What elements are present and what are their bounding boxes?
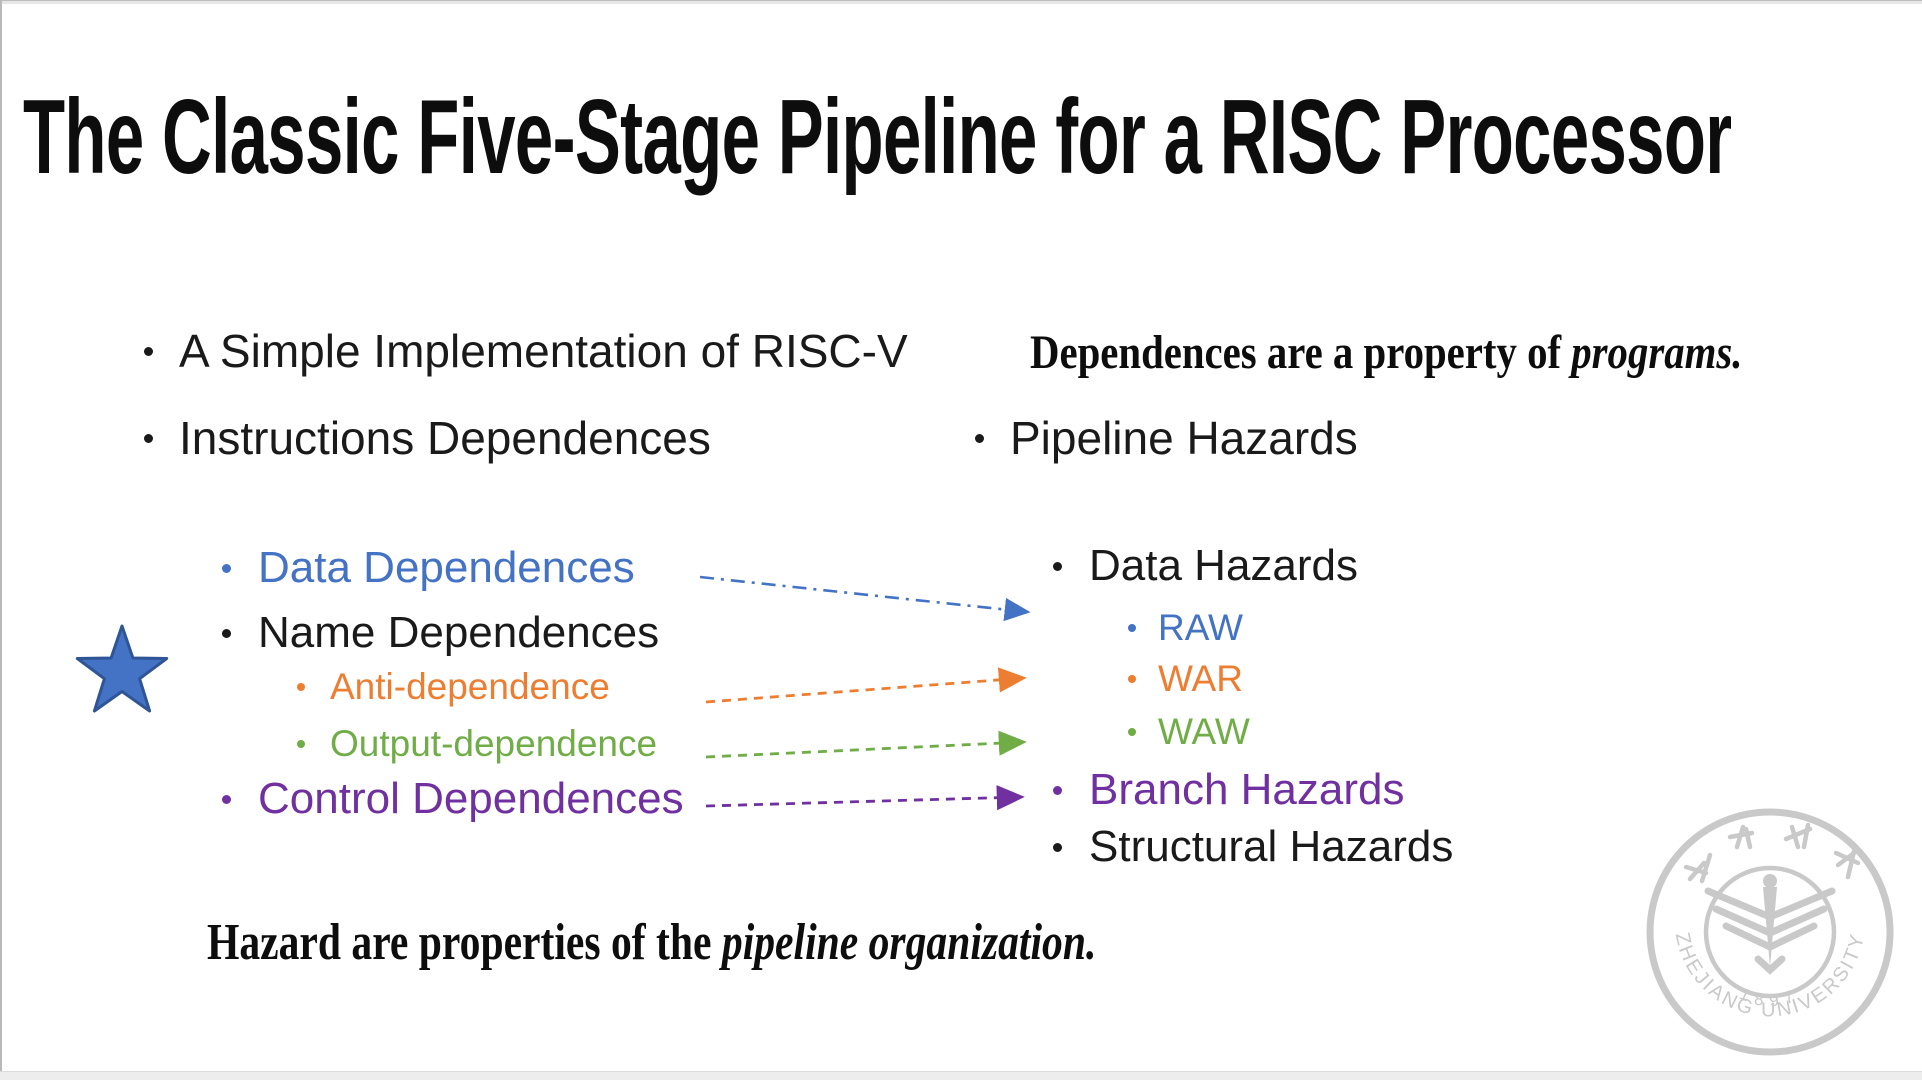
bullet-dot [1053, 842, 1062, 852]
bullet-dot [1053, 785, 1062, 795]
list-item-label: RAW [1158, 607, 1243, 648]
list-item-war: WAR [1128, 658, 1243, 700]
left-edge-line [0, 0, 2, 1080]
list-item-label: Name Dependences [258, 608, 660, 657]
note-emphasis: pipeline organization. [721, 914, 1097, 971]
note-text: Hazard are properties of the [207, 914, 722, 971]
list-item-label: Anti-dependence [330, 666, 610, 707]
svg-text:1897: 1897 [1737, 984, 1804, 1010]
list-item-structural-hazards: Structural Hazards [1053, 822, 1454, 871]
bullet-label: Pipeline Hazards [1010, 412, 1358, 464]
logo-chinese-characters [1683, 822, 1861, 884]
bullet-dot [144, 346, 153, 356]
list-item-label: Branch Hazards [1089, 765, 1405, 814]
list-item-label: Output-dependence [330, 723, 658, 764]
list-item-raw: RAW [1128, 607, 1243, 649]
bullet-dot [1128, 728, 1136, 736]
bullet-dot [1128, 624, 1136, 632]
bullet-instructions-dependences: Instructions Dependences [144, 412, 711, 464]
logo-eagle-head [1763, 874, 1777, 888]
bullet-dot [1128, 675, 1136, 683]
list-item-label: Structural Hazards [1089, 822, 1454, 871]
logo-outer-ring [1646, 808, 1894, 1056]
dependences-property-note: Dependences are a property of programs. [1030, 325, 1742, 381]
logo-eagle-emblem [1704, 887, 1836, 975]
list-item-label: WAR [1158, 658, 1243, 699]
bullet-dot [297, 740, 305, 748]
bullet-dot [144, 433, 153, 443]
top-edge-line [0, 0, 1922, 4]
list-item-branch-hazards: Branch Hazards [1053, 765, 1405, 814]
list-item-anti-dependence: Anti-dependence [297, 666, 610, 708]
slide-title: The Classic Five-Stage Pipeline for a RI… [23, 78, 1732, 196]
arrow-control-to-branch [705, 785, 1025, 811]
list-item-name-dependences: Name Dependences [222, 608, 660, 657]
arrow-anti-to-war [705, 667, 1027, 704]
bullet-dot [222, 563, 231, 573]
bullet-dot [297, 683, 305, 691]
bullet-dot [975, 433, 984, 443]
bullet-dot [222, 628, 231, 638]
bullet-dot [1053, 561, 1062, 571]
logo-inner-ring [1703, 865, 1837, 999]
arrow-data-to-raw [699, 575, 1031, 622]
list-item-data-hazards: Data Hazards [1053, 541, 1359, 590]
arrow-output-to-waw [705, 730, 1027, 759]
list-item-control-dependences: Control Dependences [222, 774, 684, 823]
logo-eagle-body [1763, 887, 1777, 967]
bullet-simple-implementation: A Simple Implementation of RISC-V [144, 325, 908, 377]
logo-year: 1897 [1737, 984, 1797, 1010]
zhejiang-university-logo: 1897 ZHEJIANG UNIVERSITY [1646, 808, 1894, 1056]
note-emphasis: programs. [1571, 326, 1743, 379]
logo-university-name: ZHEJIANG UNIVERSITY [1671, 930, 1867, 1021]
list-item-label: Data Dependences [258, 543, 635, 592]
list-item-output-dependence: Output-dependence [297, 723, 657, 765]
list-item-waw: WAW [1128, 711, 1250, 753]
list-item-label: Data Hazards [1089, 541, 1359, 590]
bullet-label: Instructions Dependences [179, 412, 711, 464]
svg-text:ZHEJIANG UNIVERSITY: ZHEJIANG UNIVERSITY [1671, 930, 1870, 1021]
hazards-property-note: Hazard are properties of the pipeline or… [207, 913, 1096, 973]
note-text: Dependences are a property of [1030, 326, 1572, 379]
list-item-data-dependences: Data Dependences [222, 543, 635, 592]
bullet-dot [222, 794, 231, 804]
bullet-pipeline-hazards: Pipeline Hazards [975, 412, 1358, 464]
list-item-label: Control Dependences [258, 774, 684, 823]
bottom-edge-strip [0, 1071, 1922, 1080]
bullet-label: A Simple Implementation of RISC-V [179, 325, 908, 377]
list-item-label: WAW [1158, 711, 1250, 752]
